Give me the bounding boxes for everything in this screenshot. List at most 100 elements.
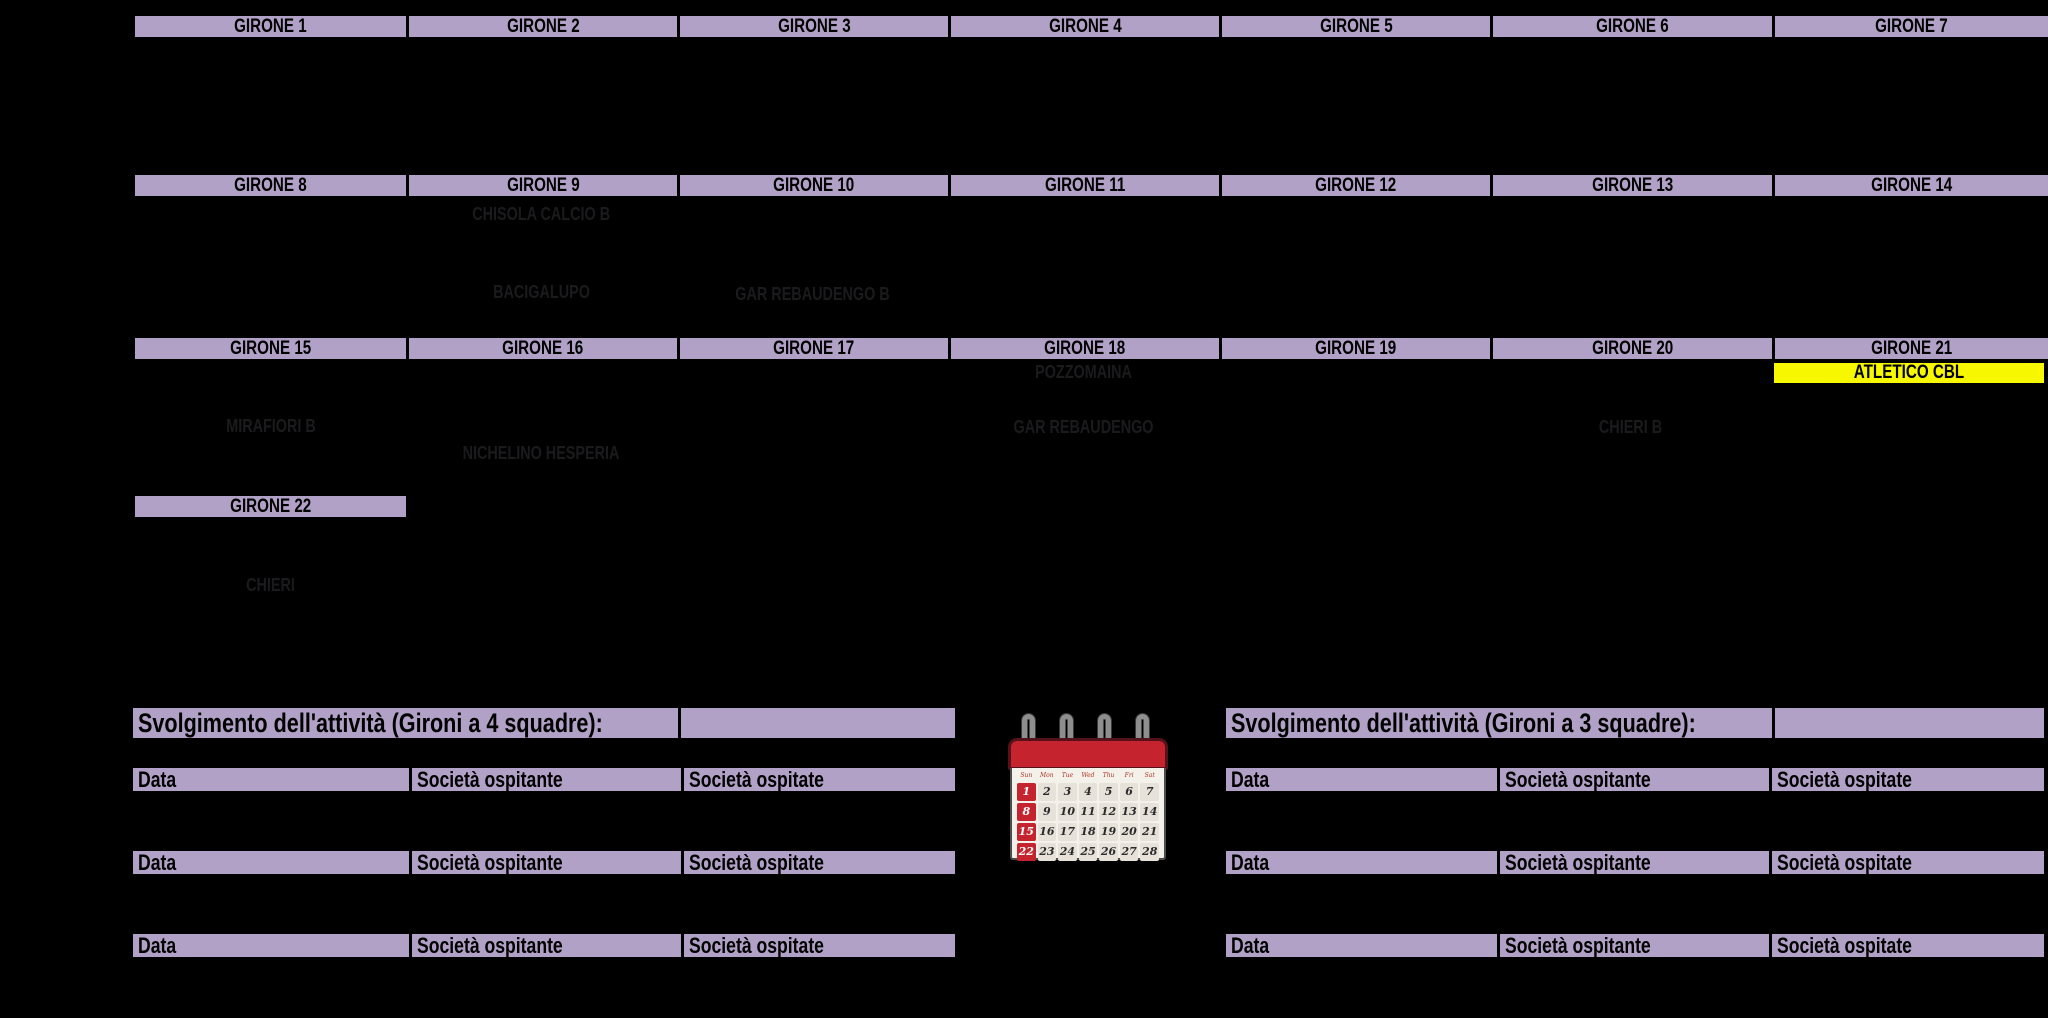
calendar-ring-icon bbox=[1136, 714, 1149, 744]
right-table-header-row: Data Società ospitante Società ospitate bbox=[1226, 849, 2044, 876]
left-table-title-empty-cell bbox=[678, 706, 955, 740]
column-header-data: Data bbox=[133, 766, 409, 793]
girone-header: GIRONE 22 bbox=[135, 494, 406, 519]
column-header-ospitate: Società ospitate bbox=[1769, 766, 2044, 793]
calendar-body: Sun Mon Tue Wed Thu Fri Sat 1 2 3 4 5 6 … bbox=[1010, 768, 1166, 861]
calendar-day: 19 bbox=[1099, 823, 1118, 841]
girone-header: GIRONE 19 bbox=[1219, 336, 1490, 361]
column-header-data: Data bbox=[1226, 849, 1497, 876]
calendar-day: 13 bbox=[1119, 803, 1139, 821]
calendar-dayname: Tue bbox=[1061, 772, 1074, 779]
left-table-header-row: Data Società ospitante Società ospitate bbox=[133, 849, 955, 876]
right-table-title: Svolgimento dell'attività (Gironi a 3 sq… bbox=[1226, 706, 1772, 740]
column-header-data: Data bbox=[1226, 766, 1497, 793]
girone-header: GIRONE 16 bbox=[406, 336, 677, 361]
calendar-header bbox=[1008, 738, 1168, 770]
left-table-title-bar: Svolgimento dell'attività (Gironi a 4 sq… bbox=[133, 706, 955, 740]
right-table-title-empty-cell bbox=[1772, 706, 2044, 740]
calendar-day: 4 bbox=[1078, 783, 1098, 801]
calendar-dayname: Sun bbox=[1020, 772, 1033, 779]
girone-header: GIRONE 15 bbox=[135, 336, 406, 361]
calendar-dayname: Sat bbox=[1144, 772, 1155, 779]
column-header-ospitate: Società ospitate bbox=[1769, 849, 2044, 876]
calendar-day: 5 bbox=[1099, 783, 1118, 801]
column-header-data: Data bbox=[133, 932, 409, 959]
team-label: GAR REBAUDENGO B bbox=[735, 284, 890, 304]
girone-header: GIRONE 9 bbox=[406, 173, 677, 198]
calendar-day: 15 bbox=[1017, 823, 1036, 841]
calendar-day: 23 bbox=[1037, 843, 1057, 861]
girone-header: GIRONE 20 bbox=[1490, 336, 1772, 361]
girone-header: GIRONE 6 bbox=[1490, 14, 1772, 39]
calendar-day: 1 bbox=[1017, 783, 1036, 801]
calendar-ring-icon bbox=[1098, 714, 1111, 744]
calendar-day: 9 bbox=[1037, 803, 1057, 821]
column-header-data: Data bbox=[1226, 932, 1497, 959]
calendar-day: 24 bbox=[1058, 843, 1077, 861]
girone-header: GIRONE 5 bbox=[1219, 14, 1490, 39]
girone-header: GIRONE 12 bbox=[1219, 173, 1490, 198]
calendar-day: 11 bbox=[1078, 803, 1098, 821]
calendar-day: 12 bbox=[1099, 803, 1118, 821]
column-header-ospitante: Società ospitante bbox=[409, 849, 681, 876]
calendar-ring-icon bbox=[1060, 714, 1073, 744]
girone-header-row-4: GIRONE 22 bbox=[135, 494, 406, 519]
team-label: BACIGALUPO bbox=[493, 282, 590, 302]
calendar-day: 10 bbox=[1058, 803, 1077, 821]
team-label: GAR REBAUDENGO bbox=[1013, 417, 1154, 437]
calendar-grid: Sun Mon Tue Wed Thu Fri Sat 1 2 3 4 5 6 … bbox=[1012, 768, 1164, 864]
calendar-dayname: Thu bbox=[1102, 772, 1115, 779]
girone-header: GIRONE 7 bbox=[1772, 14, 2048, 39]
girone-header: GIRONE 10 bbox=[677, 173, 948, 198]
calendar-day: 17 bbox=[1058, 823, 1077, 841]
column-header-ospitate: Società ospitate bbox=[681, 932, 955, 959]
right-table-header-row: Data Società ospitante Società ospitate bbox=[1226, 932, 2044, 959]
girone-header-row-3: GIRONE 15 GIRONE 16 GIRONE 17 GIRONE 18 … bbox=[135, 336, 2048, 361]
girone-header: GIRONE 17 bbox=[677, 336, 948, 361]
girone-header: GIRONE 4 bbox=[948, 14, 1219, 39]
right-table-header-row: Data Società ospitante Società ospitate bbox=[1226, 766, 2044, 793]
column-header-ospitate: Società ospitate bbox=[681, 849, 955, 876]
calendar-day: 28 bbox=[1140, 843, 1159, 861]
column-header-ospitante: Società ospitante bbox=[1497, 932, 1769, 959]
column-header-data: Data bbox=[133, 849, 409, 876]
calendar-day: 27 bbox=[1119, 843, 1139, 861]
team-label: CHIERI B bbox=[1599, 417, 1663, 437]
highlighted-team-label: ATLETICO CBL bbox=[1853, 362, 1965, 383]
column-header-ospitante: Società ospitante bbox=[1497, 849, 1769, 876]
team-label: CHIERI bbox=[246, 575, 295, 595]
team-label: CHISOLA CALCIO B bbox=[472, 204, 611, 224]
column-header-ospitante: Società ospitante bbox=[409, 932, 681, 959]
team-label: POZZOMAINA bbox=[1035, 362, 1132, 382]
calendar-day: 16 bbox=[1037, 823, 1057, 841]
calendar-day: 22 bbox=[1017, 843, 1036, 861]
column-header-ospitante: Società ospitante bbox=[1497, 766, 1769, 793]
calendar-dayname: Fri bbox=[1124, 772, 1134, 779]
highlighted-team-cell: ATLETICO CBL bbox=[1772, 361, 2046, 385]
girone-header-row-1: GIRONE 1 GIRONE 2 GIRONE 3 GIRONE 4 GIRO… bbox=[135, 14, 2048, 39]
calendar-dayname: Mon bbox=[1040, 772, 1054, 779]
girone-header: GIRONE 13 bbox=[1490, 173, 1772, 198]
calendar-ring-icon bbox=[1022, 714, 1035, 744]
column-header-ospitante: Società ospitante bbox=[409, 766, 681, 793]
calendar-day: 6 bbox=[1119, 783, 1139, 801]
team-label: MIRAFIORI B bbox=[225, 416, 316, 436]
column-header-ospitate: Società ospitate bbox=[1769, 932, 2044, 959]
girone-header: GIRONE 14 bbox=[1772, 173, 2048, 198]
girone-header: GIRONE 3 bbox=[677, 14, 948, 39]
calendar-day: 21 bbox=[1140, 823, 1159, 841]
calendar-day: 25 bbox=[1078, 843, 1098, 861]
girone-header: GIRONE 2 bbox=[406, 14, 677, 39]
left-table-title: Svolgimento dell'attività (Gironi a 4 sq… bbox=[133, 706, 678, 740]
right-table-title-bar: Svolgimento dell'attività (Gironi a 3 sq… bbox=[1226, 706, 2044, 740]
calendar-day-highlighted: 14 bbox=[1140, 803, 1159, 821]
left-table-header-row: Data Società ospitante Società ospitate bbox=[133, 766, 955, 793]
calendar-day: 20 bbox=[1119, 823, 1139, 841]
left-table-header-row: Data Società ospitante Società ospitate bbox=[133, 932, 955, 959]
calendar-day: 7 bbox=[1140, 783, 1159, 801]
calendar-day: 3 bbox=[1058, 783, 1077, 801]
calendar-day: 26 bbox=[1099, 843, 1118, 861]
calendar-icon: Sun Mon Tue Wed Thu Fri Sat 1 2 3 4 5 6 … bbox=[1008, 714, 1168, 864]
column-header-ospitate: Società ospitate bbox=[681, 766, 955, 793]
